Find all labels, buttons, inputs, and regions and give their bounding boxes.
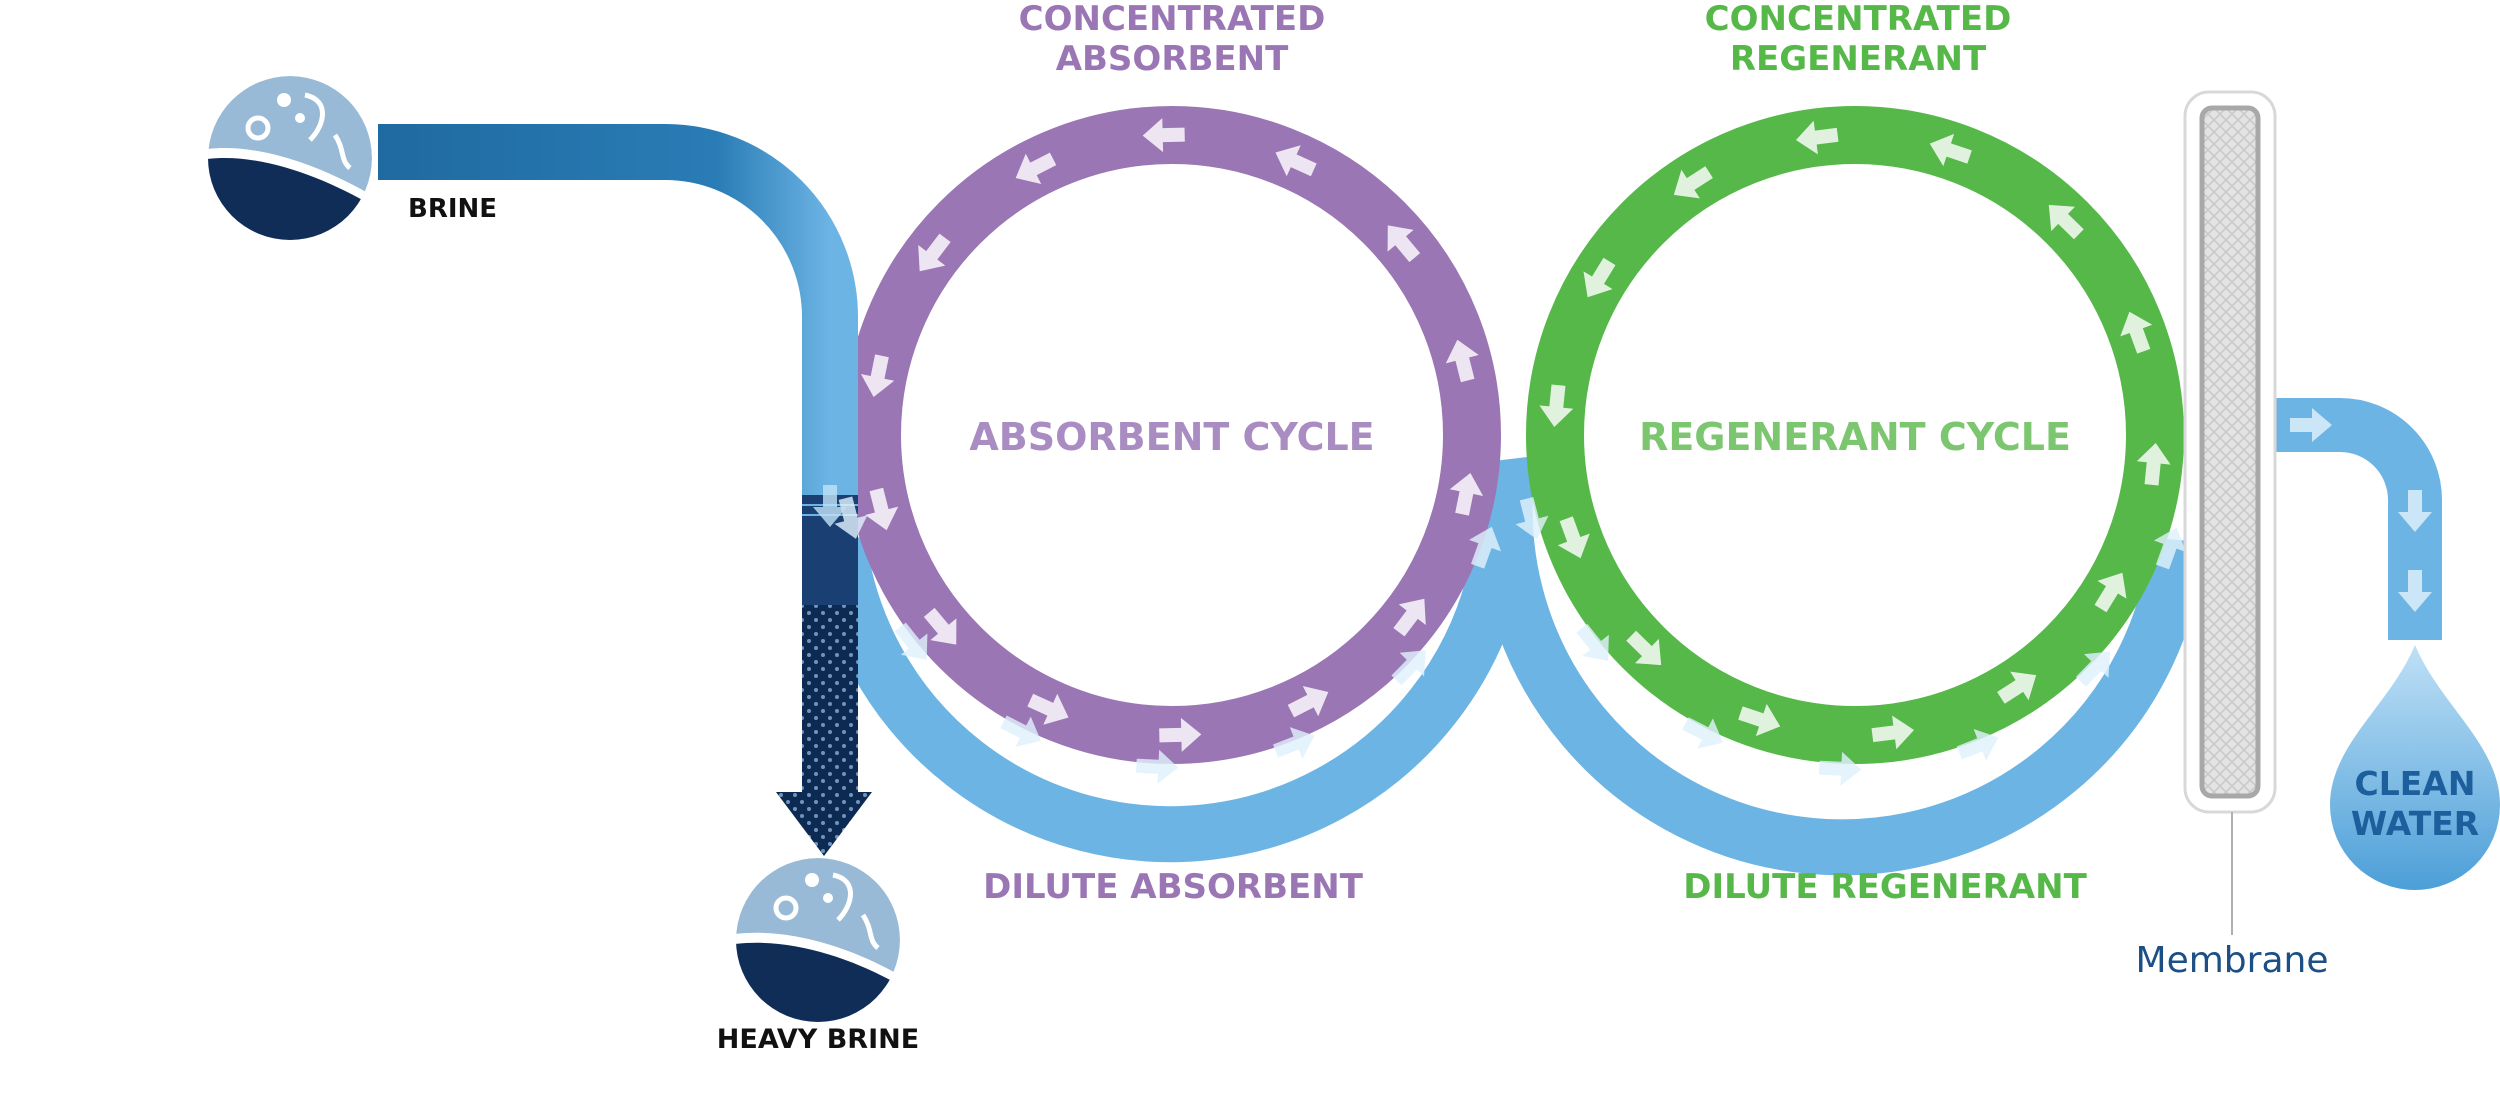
dilute-absorbent-flow-arrow [1273, 727, 1315, 759]
absorbent-flow-arrow [1015, 152, 1057, 185]
absorbent-flow-arrow [918, 233, 951, 272]
regenerant-flow-arrow [1871, 715, 1915, 750]
absorbent-flow-arrow [923, 607, 957, 645]
heavy-brine-arrow [776, 792, 872, 856]
regenerant-cycle-title: REGENERANT CYCLE [1639, 415, 2071, 459]
dilute-absorbent-flow-arrow [894, 622, 928, 660]
concentrated-absorbent-label-line2: ABSORBENT [1056, 39, 1289, 79]
clean-water-pipe [2270, 398, 2442, 640]
concentrated-absorbent-label-line1: CONCENTRATED [1019, 0, 1326, 39]
dilute-regenerant-flow-arrow [1956, 729, 1999, 761]
water-drop-icon [2330, 645, 2500, 890]
dilute-absorbent-label: DILUTE ABSORBENT [983, 867, 1364, 907]
flow-arrows [813, 118, 2432, 786]
concentrated-regenerant-label-line1: CONCENTRATED [1705, 0, 2012, 39]
absorbent-flow-arrow [1387, 225, 1421, 263]
heavy-brine-label: HEAVY BRINE [717, 1024, 919, 1055]
regenerant-flow-arrow [1673, 166, 1713, 199]
regenerant-flow-arrow [2048, 204, 2084, 240]
dilute-regenerant-flow-arrow [1682, 717, 1723, 749]
absorbent-flow-arrow [1275, 145, 1317, 177]
absorbent-flow-arrow [1287, 685, 1329, 718]
regenerant-flow-arrow [2094, 572, 2127, 613]
clean-water-label-line2: WATER [2351, 804, 2479, 843]
dilute-absorbent-flow-arrow [1469, 526, 1502, 569]
regenerant-flow-arrow [1738, 703, 1781, 737]
brine-flow-arrow [813, 485, 847, 527]
absorbent-flow-arrow [1142, 118, 1185, 153]
concentrated-regenerant-label-line2: REGENERANT [1730, 39, 1987, 79]
regenerant-flow-arrow [2120, 311, 2153, 354]
heavy-brine-droplet-icon [736, 858, 900, 1022]
brine-label: BRINE [408, 194, 497, 224]
clean-water-flow-arrow [2290, 408, 2332, 442]
absorbent-flow-arrow [1445, 339, 1479, 383]
regenerant-flow-arrow [1583, 257, 1616, 298]
regenerant-cycle-ring [1526, 106, 2184, 764]
dilute-absorbent-flow-arrow [1000, 715, 1041, 747]
clean-water-flow-arrow [2398, 570, 2432, 612]
heavy-brine-pipe [802, 495, 858, 795]
absorbent-cycle-title: ABSORBENT CYCLE [969, 415, 1374, 459]
brine-droplet-icon [208, 76, 372, 240]
absorbent-flow-arrow [1159, 717, 1202, 752]
membrane-label: Membrane [2136, 940, 2329, 981]
brine-pipe [378, 124, 858, 495]
clean-water-label-line1: CLEAN [2355, 764, 2476, 803]
dilute-regenerant-flow-arrow [1818, 751, 1862, 786]
regenerant-flow-arrow [1997, 671, 2037, 704]
regenerant-flow-arrow [1626, 630, 1662, 666]
absorbent-flow-arrow [860, 354, 895, 397]
regenerant-flow-arrow [1795, 120, 1839, 155]
dilute-regenerant-flow-arrow [2075, 651, 2111, 687]
dilute-absorbent-flow [810, 456, 1533, 863]
membrane [2183, 90, 2277, 935]
absorbent-flow-arrow [1393, 598, 1426, 637]
dilute-regenerant-flow-arrow [2153, 527, 2186, 570]
absorbent-flow-arrow [865, 487, 899, 531]
absorbent-flow-arrow [1449, 473, 1484, 516]
dilute-regenerant-flow-arrow [1576, 623, 1609, 662]
regenerant-flow-arrow [1929, 133, 1972, 167]
dilute-regenerant-label: DILUTE REGENERANT [1683, 867, 2087, 907]
absorbent-flow-arrow [1027, 693, 1069, 725]
dilute-regenerant-flow-arrow [1515, 496, 1549, 540]
dilute-absorbent-flow-arrow [1136, 749, 1179, 784]
regenerant-flow-arrow [1557, 516, 1590, 559]
dilute-regenerant-flow [1476, 477, 2206, 876]
regenerant-flow-arrow [2136, 443, 2171, 486]
regenerant-flow-arrow [1539, 384, 1574, 427]
clean-water-flow-arrow [2398, 490, 2432, 532]
dilute-absorbent-flow-arrow [1391, 650, 1426, 686]
